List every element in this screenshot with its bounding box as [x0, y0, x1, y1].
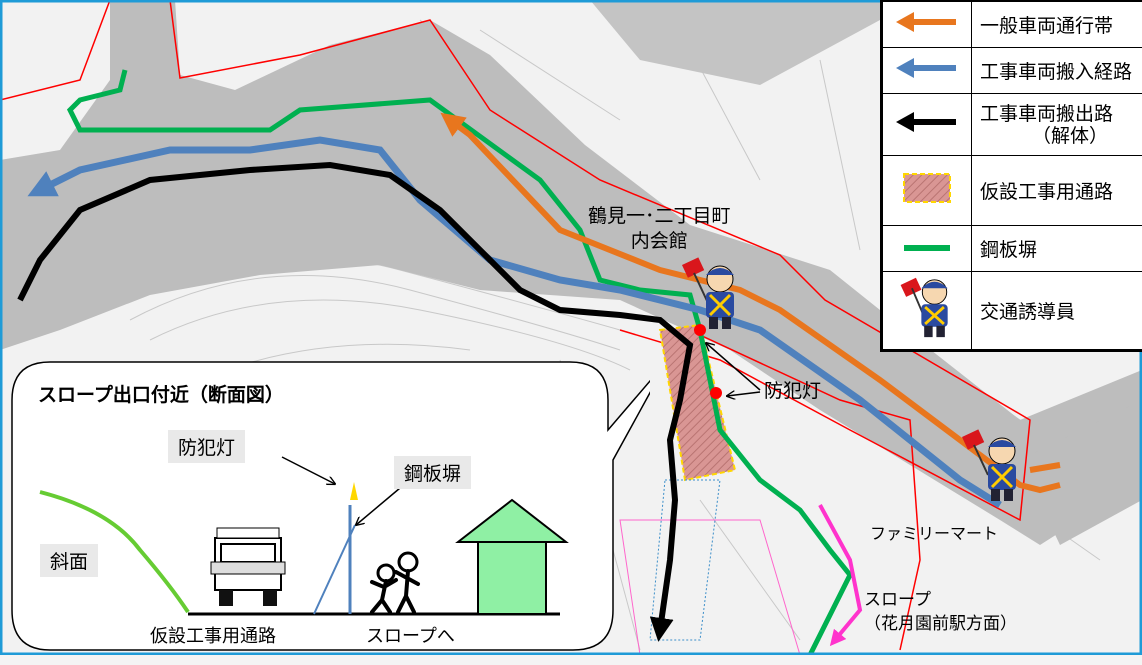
legend-row-temporary-path: 仮設工事用通路: [883, 156, 1142, 225]
traffic-guard-icon: [883, 272, 972, 350]
slope-label-line2: （花月園前駅方面）: [864, 612, 1017, 636]
blue-arrow-icon: [883, 48, 972, 94]
inset-streetlight-label: 防犯灯: [168, 430, 245, 463]
legend-label-construction-entry: 工事車両搬入経路: [972, 48, 1142, 94]
legend-label-construction-exit-line2: （解体）: [980, 125, 1142, 147]
black-arrow-icon: [883, 94, 972, 156]
legend-row-traffic-guard: 交通誘導員: [883, 272, 1142, 350]
legend: 一般車両通行帯 工事車両搬入経路 工事車両搬出路 （解体） 仮設工事用通路: [880, 0, 1142, 352]
streetlight-label: 防犯灯: [764, 376, 821, 403]
orange-arrow-icon: [883, 2, 972, 48]
inset-title: スロープ出口付近（断面図）: [38, 380, 284, 407]
legend-label-general-traffic: 一般車両通行帯: [972, 2, 1142, 48]
inset-temp-path-label: 仮設工事用通路: [150, 622, 276, 648]
inset-to-slope-label: スロープへ: [366, 622, 455, 648]
family-mart-label: ファミリーマート: [870, 520, 998, 544]
slope-label-line1: スロープ: [864, 588, 1017, 612]
green-line-icon: [883, 225, 972, 271]
legend-label-construction-exit-line1: 工事車両搬出路: [980, 103, 1142, 125]
legend-label-steel-fence: 鋼板塀: [972, 225, 1142, 271]
hatched-area-icon: [883, 156, 972, 225]
legend-row-construction-exit: 工事車両搬出路 （解体）: [883, 94, 1142, 156]
streetlight-marker-1: [694, 324, 706, 336]
legend-row-general-traffic: 一般車両通行帯: [883, 2, 1142, 48]
slope-label: スロープ （花月園前駅方面）: [864, 588, 1017, 636]
legend-label-construction-exit: 工事車両搬出路 （解体）: [972, 94, 1142, 156]
inset-steel-fence-label: 鋼板塀: [394, 456, 471, 489]
cross-section-inset: スロープ出口付近（断面図） 防犯灯 鋼板塀 斜面 仮設工事用通路 スロープへ: [10, 360, 650, 665]
community-hall-label-line2: 内会館: [588, 229, 731, 254]
legend-label-traffic-guard: 交通誘導員: [972, 272, 1142, 350]
inset-slope-label: 斜面: [40, 544, 98, 577]
community-hall-label-line1: 鶴見一･二丁目町: [588, 204, 731, 229]
legend-row-steel-fence: 鋼板塀: [883, 225, 1142, 271]
community-hall-label: 鶴見一･二丁目町 内会館: [588, 204, 731, 254]
streetlight-marker-2: [710, 387, 722, 399]
legend-row-construction-entry: 工事車両搬入経路: [883, 48, 1142, 94]
legend-label-temporary-path: 仮設工事用通路: [972, 156, 1142, 225]
